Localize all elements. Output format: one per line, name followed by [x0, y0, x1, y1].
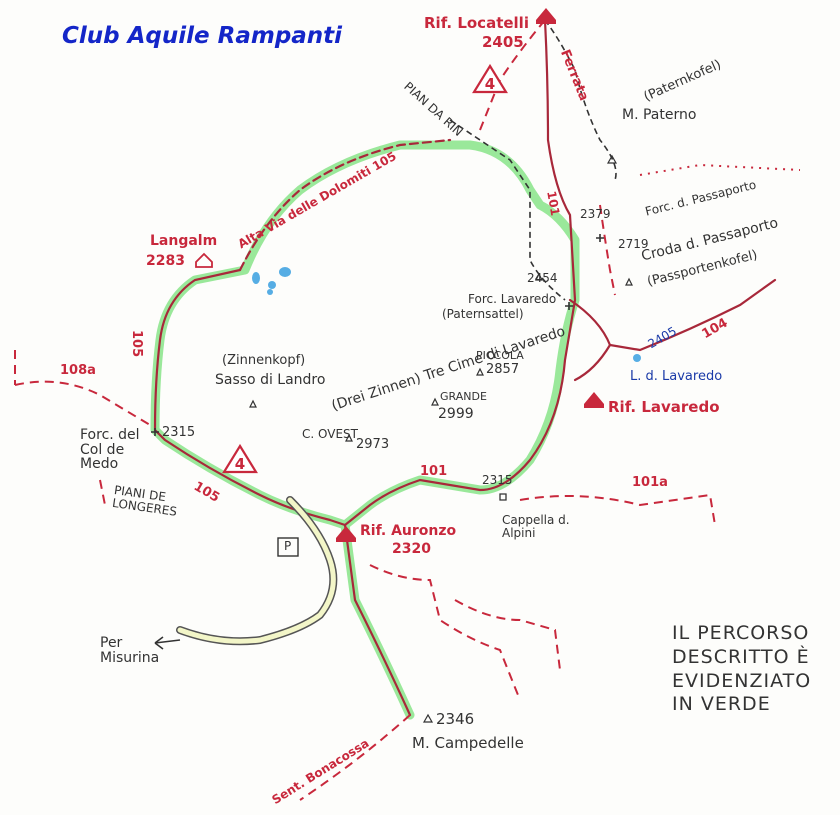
peak-paterno [606, 154, 618, 164]
route-note: IL PERCORSO DESCRITTO È EVIDENZIATO IN V… [672, 622, 812, 716]
trail-108a [14, 380, 151, 426]
trail-108a-label: 108a [60, 363, 96, 378]
ovest-label: C. OVEST [302, 427, 358, 441]
zinnenkopf-label: (Zinnenkopf) [222, 353, 306, 368]
trail-south-branch-2 [454, 599, 561, 671]
trail-4-north [479, 19, 546, 131]
pass-markers [151, 234, 604, 436]
peak-croda [625, 277, 633, 286]
trail-104 [568, 278, 777, 352]
svg-text:4: 4 [235, 455, 245, 473]
lake-1 [279, 267, 291, 277]
pass-passaporto [596, 234, 604, 242]
cappella-label: Cappella d. Alpini [502, 513, 570, 540]
trail-4-badge-south: 4 [222, 444, 258, 474]
lago-lavaredo-label: L. d. Lavaredo [630, 369, 723, 384]
trail-piani [99, 479, 106, 506]
trail-dotted-east [639, 163, 801, 176]
campedelle-label: M. Campedelle [412, 734, 524, 752]
trail-101-label: 101 [544, 189, 563, 217]
trail-to-lavaredo [573, 343, 612, 382]
peak-2454 [535, 272, 543, 281]
trail-105-west [153, 268, 347, 527]
trail-alta-via [238, 138, 452, 272]
langalm-name: Langalm [150, 233, 218, 249]
hut-auronzo [336, 526, 356, 542]
lago-lavaredo [633, 354, 641, 362]
peak-piccola [476, 367, 484, 376]
forc-lavaredo-label: Forc. Lavaredo [468, 292, 557, 306]
arrow-misurina [154, 636, 181, 650]
alt-2719: 2719 [618, 237, 649, 251]
trail-101a-label: 101a [632, 475, 668, 490]
trail-101-south-label: 101 [420, 464, 448, 479]
hut-langalm [195, 252, 213, 268]
trail-bonacossa [299, 714, 411, 801]
parking-box [277, 537, 299, 557]
langalm-alt: 2283 [146, 253, 185, 269]
parking-label: P [284, 539, 292, 553]
misurina-label: Per Misurina [100, 635, 160, 666]
hut-auronzo-alt: 2320 [392, 541, 431, 557]
hut-locatelli-alt: 2405 [482, 33, 524, 51]
alt-2315-medo: 2315 [162, 425, 196, 440]
trail-101a [519, 493, 716, 526]
path-pian-da-rin [449, 119, 566, 301]
trail-south-branches [369, 564, 521, 701]
hut-locatelli [536, 8, 556, 24]
alt-2999: 2999 [438, 406, 474, 422]
sasso-label: Sasso di Landro [215, 372, 326, 388]
map-title: Club Aquile Rampanti [62, 23, 343, 49]
route-highlight [150, 140, 580, 530]
lake-2 [268, 281, 276, 289]
lake-4 [267, 289, 273, 295]
alt-2315-chapel: 2315 [482, 473, 513, 487]
pass-lavaredo [565, 302, 573, 310]
alt-2973: 2973 [356, 437, 390, 452]
forc-medo-label: Forc. del Col de Medo [80, 427, 140, 473]
alt-2379: 2379 [580, 207, 611, 221]
trail-4-badge-north: 4 [472, 64, 508, 94]
alt-2857: 2857 [486, 362, 520, 377]
alt-2454: 2454 [527, 271, 558, 285]
hut-lavaredo-name: Rif. Lavaredo [608, 398, 720, 416]
peak-ovest [345, 433, 353, 442]
paterno-label: M. Paterno [622, 107, 697, 123]
lake-3 [252, 272, 260, 284]
chapel-marker [499, 493, 507, 501]
alt-2346: 2346 [436, 710, 475, 728]
trail-croda [599, 204, 616, 296]
trail-105-west-label: 105 [129, 330, 144, 358]
peak-campedelle [422, 713, 434, 723]
huts [336, 8, 604, 542]
pass-medo [151, 428, 159, 436]
svg-text:4: 4 [485, 75, 495, 93]
hut-auronzo-name: Rif. Auronzo [360, 523, 457, 539]
peak-grande [431, 397, 439, 406]
trail-south [343, 523, 412, 717]
lakes [252, 267, 641, 362]
grande-label: GRANDE [440, 390, 487, 403]
hut-locatelli-name: Rif. Locatelli [424, 14, 529, 32]
peak-sasso [249, 399, 257, 408]
peaks [249, 154, 633, 723]
paternsattel-label: (Paternsattel) [442, 307, 524, 321]
trail-101-east [343, 18, 577, 527]
road-misurina-fill [177, 497, 336, 644]
hut-lavaredo [584, 392, 604, 408]
piccola-label: PICCOLA [476, 349, 524, 362]
